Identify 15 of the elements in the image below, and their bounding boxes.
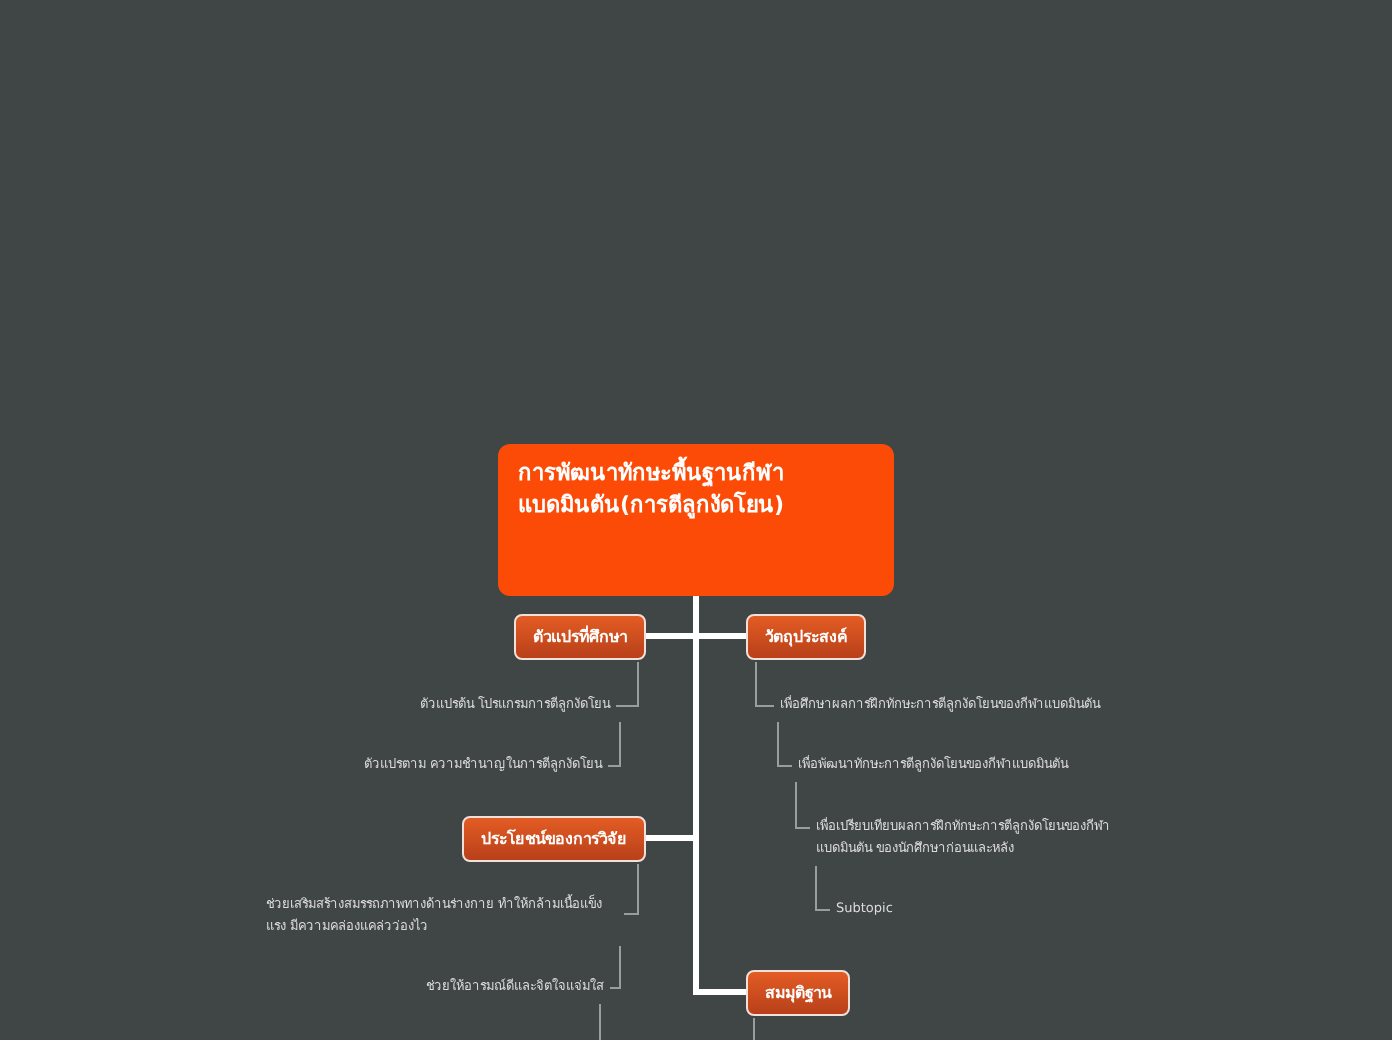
branch-line (609, 945, 621, 989)
branch-line (599, 1003, 601, 1040)
branch-line (623, 863, 639, 915)
topic-box: ตัวแปรที่ศึกษา (514, 614, 646, 660)
topic-box: สมมุติฐาน (746, 970, 850, 1016)
branch-line (755, 661, 775, 707)
branch-line (815, 865, 831, 911)
branch-line (777, 721, 793, 767)
branch-line (795, 781, 811, 829)
topic-box: ประโยชน์ของการวิจัย (462, 816, 646, 862)
topic-box: วัตถุประสงค์ (746, 614, 866, 660)
branch-line (753, 1017, 755, 1040)
central-topic-box: การพัฒนาทักษะพื้นฐานกีฬาแบดมินตัน(การตีลูกงัดโยน) (498, 444, 894, 596)
branch-line (615, 661, 639, 707)
branch-line (607, 721, 621, 767)
